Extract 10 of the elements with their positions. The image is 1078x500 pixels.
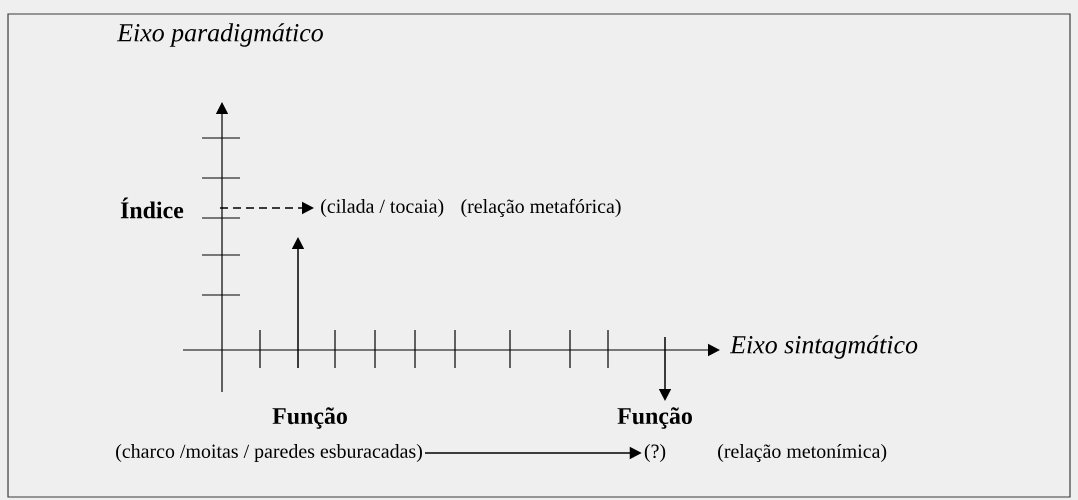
- label: (relação metafórica): [461, 198, 621, 218]
- label: (relação metonímica): [718, 443, 887, 463]
- node-text: Função: [617, 407, 692, 429]
- label: Eixo sintagmático: [729, 335, 918, 359]
- node-text: (?): [644, 443, 666, 462]
- node-text: (cilada / tocaia): [321, 198, 444, 217]
- label: Função: [272, 407, 347, 429]
- node-text: Índice: [120, 197, 184, 219]
- node-text: (charco /moitas / paredes esburacadas): [116, 443, 422, 462]
- label: Eixo paradigmático: [116, 23, 323, 47]
